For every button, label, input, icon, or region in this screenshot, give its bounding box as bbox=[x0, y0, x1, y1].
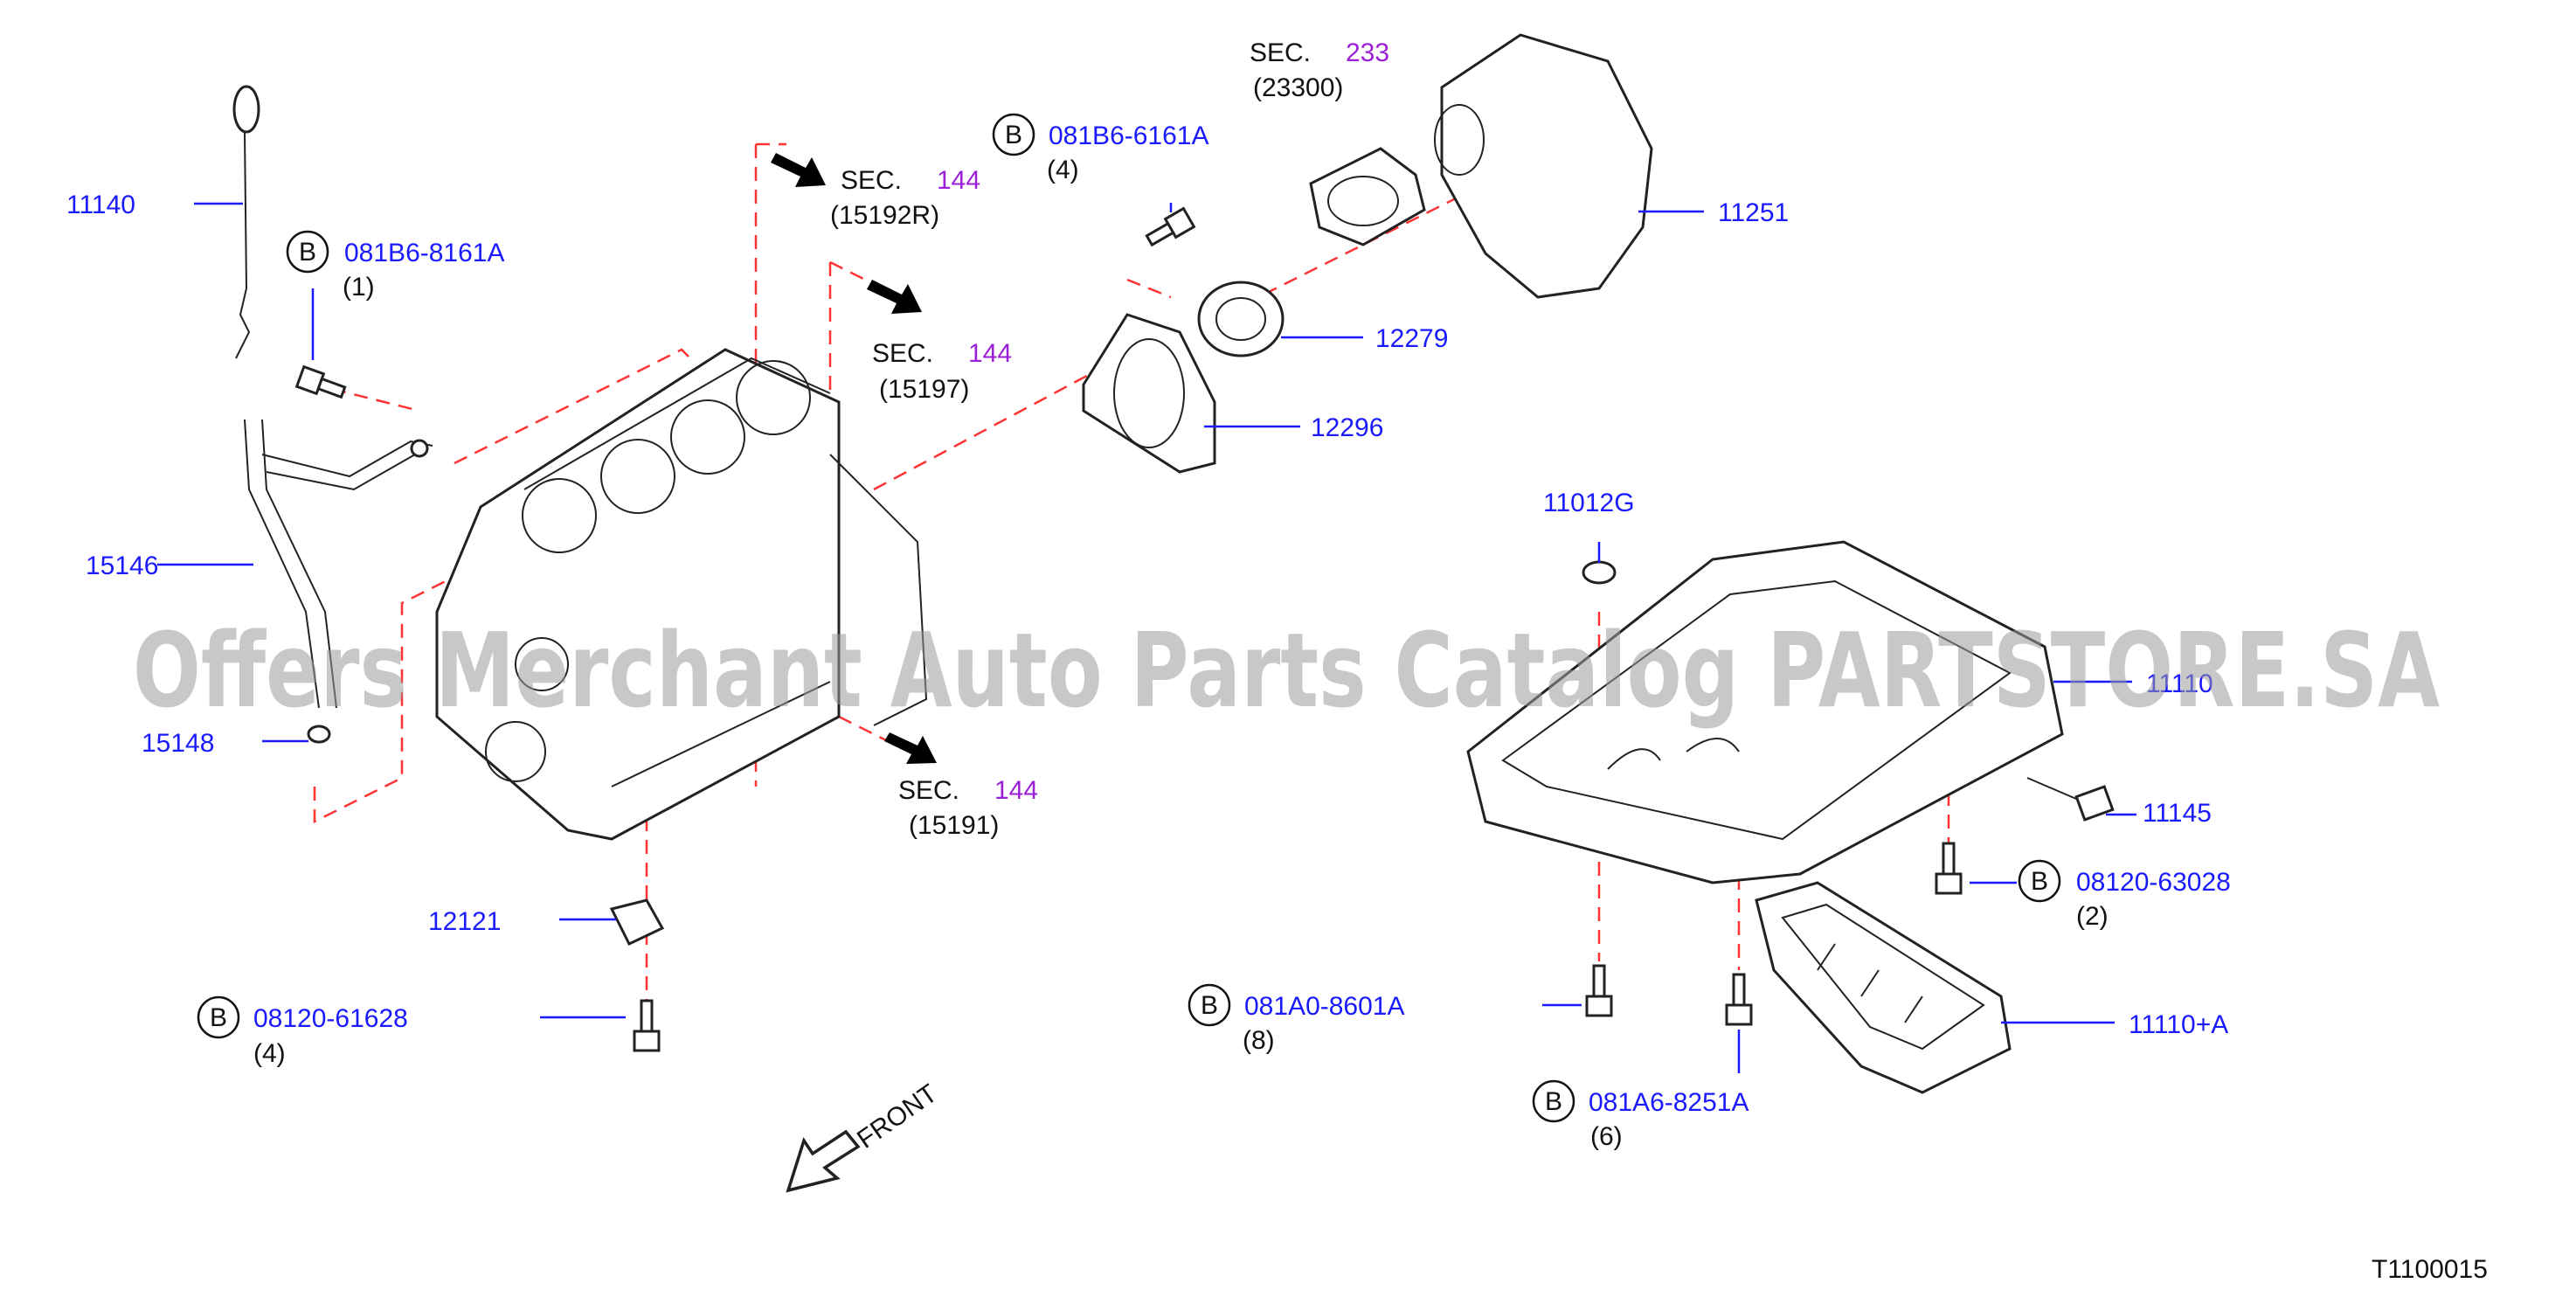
bolt-marker: B bbox=[1201, 991, 1218, 1020]
front-arrow-icon bbox=[786, 1129, 861, 1193]
part-labels: 11140 15146 15148 12121 12296 12279 1125… bbox=[66, 191, 2228, 1039]
section-ref: (15192R) bbox=[830, 201, 939, 230]
dipstick-tube-drawing bbox=[244, 419, 433, 709]
bolt-marker: B bbox=[210, 1003, 227, 1032]
section-ref-15192r[interactable]: SEC. 144 (15192R) bbox=[830, 166, 980, 230]
bolt-callout-08120-61628: B 08120-61628 (4) bbox=[197, 995, 408, 1068]
front-label: FRONT bbox=[852, 1079, 943, 1154]
section-ref-15197[interactable]: SEC. 144 (15197) bbox=[872, 339, 1012, 404]
bolt-callout-081b6-8161a: B 081B6-8161A (1) bbox=[286, 230, 505, 302]
section-number[interactable]: 144 bbox=[994, 776, 1038, 805]
bolt-code[interactable]: 081A0-8601A bbox=[1244, 992, 1405, 1021]
bolt-marker: B bbox=[1545, 1087, 1562, 1116]
part-number-11110-a[interactable]: 11110+A bbox=[2129, 1010, 2228, 1039]
bracket-12121-drawing bbox=[609, 898, 665, 946]
bolt-code[interactable]: 08120-61628 bbox=[253, 1004, 408, 1033]
bolt-code[interactable]: 081B6-8161A bbox=[344, 239, 505, 267]
part-number-11110[interactable]: 11110 bbox=[2146, 669, 2213, 698]
o-ring-15148-drawing bbox=[307, 725, 331, 744]
section-arrows bbox=[771, 153, 937, 764]
section-number[interactable]: 144 bbox=[968, 339, 1012, 368]
section-prefix: SEC. bbox=[872, 339, 933, 368]
part-number-11251[interactable]: 11251 bbox=[1718, 198, 1789, 227]
bolt-callout-081b6-6161a: B 081B6-6161A (4) bbox=[992, 113, 1209, 184]
rear-plate-11251-drawing bbox=[1434, 33, 1653, 299]
part-number-15146[interactable]: 15146 bbox=[86, 551, 158, 580]
bolt-qty: (2) bbox=[2076, 902, 2109, 931]
bolt-marker: B bbox=[299, 238, 316, 267]
section-ref-15191[interactable]: SEC. 144 (15191) bbox=[898, 776, 1038, 840]
seal-retainer-12296-drawing bbox=[1082, 313, 1216, 474]
arrow-sec-15191 bbox=[884, 732, 937, 764]
bolt-qty: (1) bbox=[343, 273, 375, 302]
part-number-11012g[interactable]: 11012G bbox=[1543, 489, 1635, 517]
bolt-qty: (4) bbox=[253, 1039, 286, 1068]
cylinder-block-drawing bbox=[435, 348, 928, 841]
bolt-qty: (6) bbox=[1590, 1122, 1623, 1151]
part-number-12296[interactable]: 12296 bbox=[1311, 413, 1383, 442]
sensor-11145-drawing bbox=[2026, 777, 2115, 822]
arrow-sec-15192r bbox=[771, 153, 826, 187]
lower-oil-pan-drawing bbox=[1755, 881, 2012, 1094]
section-ref: (15197) bbox=[879, 375, 969, 404]
oil-seal-12279-drawing bbox=[1197, 281, 1285, 357]
arrow-sec-15197 bbox=[867, 280, 922, 314]
part-number-15148[interactable]: 15148 bbox=[142, 729, 214, 758]
bolt-callout-08120-63028: B 08120-63028 (2) bbox=[2018, 859, 2231, 931]
bolt-drawings bbox=[294, 206, 1963, 1052]
section-ref: (23300) bbox=[1253, 73, 1343, 102]
bolt-marker: B bbox=[1005, 121, 1022, 149]
part-number-11145[interactable]: 11145 bbox=[2143, 799, 2212, 828]
section-ref-23300[interactable]: SEC. 233 (23300) bbox=[1250, 38, 1389, 102]
section-number[interactable]: 144 bbox=[937, 166, 980, 195]
bolt-code[interactable]: 08120-63028 bbox=[2076, 868, 2231, 897]
section-prefix: SEC. bbox=[841, 166, 902, 195]
dipstick-drawing bbox=[232, 85, 260, 359]
section-prefix: SEC. bbox=[898, 776, 959, 805]
part-number-12121[interactable]: 12121 bbox=[428, 907, 501, 936]
watermark: Offers Merchant Auto Parts Catalog PARTS… bbox=[133, 610, 2440, 731]
bolt-code[interactable]: 081A6-8251A bbox=[1589, 1088, 1749, 1117]
bolt-qty: (4) bbox=[1047, 156, 1079, 184]
bolt-callout-081a6-8251a: B 081A6-8251A (6) bbox=[1532, 1079, 1749, 1151]
drain-gasket-11012g-drawing bbox=[1582, 560, 1617, 585]
bolt-code[interactable]: 081B6-6161A bbox=[1049, 121, 1209, 150]
bolt-callout-081a0-8601a: B 081A0-8601A (8) bbox=[1188, 983, 1405, 1055]
diagram-id: T1100015 bbox=[2372, 1255, 2488, 1284]
section-prefix: SEC. bbox=[1250, 38, 1311, 67]
section-number[interactable]: 233 bbox=[1346, 38, 1389, 67]
part-number-12279[interactable]: 12279 bbox=[1375, 324, 1448, 353]
leader-lines bbox=[157, 202, 2136, 1073]
starter-motor-drawing bbox=[1309, 147, 1426, 246]
front-indicator: FRONT bbox=[786, 1079, 943, 1193]
bolt-qty: (8) bbox=[1243, 1026, 1275, 1055]
section-ref: (15191) bbox=[909, 811, 999, 840]
part-number-11140[interactable]: 11140 bbox=[66, 191, 135, 219]
upper-oil-pan-11110-drawing bbox=[1466, 540, 2064, 884]
bolt-marker: B bbox=[2031, 867, 2048, 896]
